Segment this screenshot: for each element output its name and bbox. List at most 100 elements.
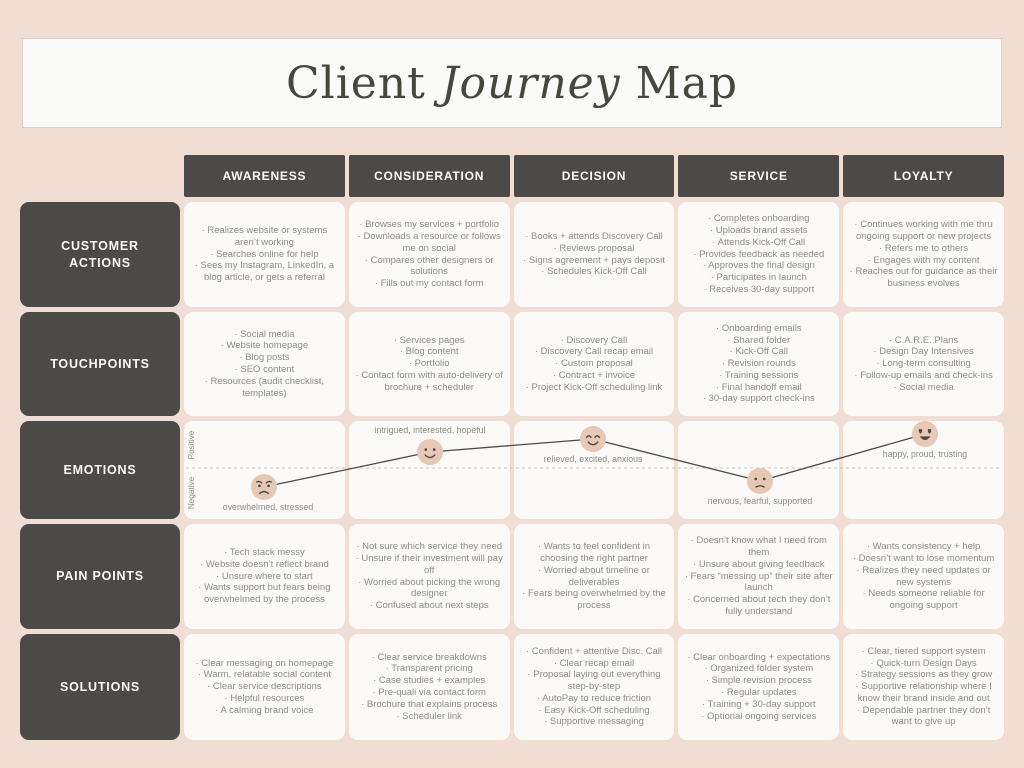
stage-header-consideration: CONSIDERATION xyxy=(348,155,510,197)
bullet-item: · Reviews proposal xyxy=(553,242,635,254)
row-label-emotions: EMOTIONS xyxy=(20,421,180,519)
bullet-item: · A calming brand voice xyxy=(215,704,314,716)
stage-header-awareness: AWARENESS xyxy=(184,155,345,197)
bullet-item: · Unsure where to start xyxy=(216,570,313,582)
bullet-item: · Strategy sessions as they grow xyxy=(854,669,993,681)
bullet-item: · Worried about timeline or deliverables xyxy=(538,564,650,588)
bullet-item: · Long-term consulting xyxy=(876,358,971,370)
bullet-item: · Realizes website or systems aren’t wor… xyxy=(201,225,328,248)
bullet-item: · Regular updates xyxy=(721,687,797,698)
row-label-pain-points: PAIN POINTS xyxy=(20,524,180,629)
bullet-item: · Clear onboarding + expectations xyxy=(687,651,831,663)
bullet-item: · Pre-quali via contact form xyxy=(372,687,486,698)
bullet-item: · Wants support but fears being overwhel… xyxy=(198,582,331,606)
stage-header-loyalty: LOYALTY xyxy=(843,155,1004,197)
bullet-item: · Unsure if their investment will pay of… xyxy=(355,552,503,576)
bullet-item: · Organized folder system xyxy=(704,663,814,675)
bullet-item: · Clear recap email xyxy=(553,657,635,669)
bullet-item: · Social media xyxy=(234,328,295,340)
bullet-item: · Browses my services + portfolio xyxy=(359,219,500,231)
bullet-item: · Website homepage xyxy=(220,340,309,352)
bullet-item: · Blog content xyxy=(399,346,459,358)
bullet-item: · Portfolio xyxy=(408,358,450,370)
bullet-item: · Continues working with me thru ongoing… xyxy=(854,219,993,242)
distressed-face xyxy=(251,474,277,500)
bullet-item: · Contact form with auto-delivery of bro… xyxy=(355,369,503,393)
bullet-item: · Social media xyxy=(893,381,954,393)
cell-touchpoints-consideration: · Services pages· Blog content· Portfoli… xyxy=(348,312,510,416)
cell-pain-points-service: · Doesn’t know what I need from them· Un… xyxy=(678,524,840,629)
bullet-item: · Downloads a resource or follows me on … xyxy=(357,230,501,254)
cell-pain-points-decision: · Wants to feel confident in choosing th… xyxy=(513,524,675,629)
smile-face xyxy=(417,439,443,465)
cell-customer-actions-awareness: · Realizes website or systems aren’t wor… xyxy=(184,202,345,307)
bullet-item: · Doesn’t want to lose momentum xyxy=(852,552,995,564)
cell-touchpoints-awareness: · Social media· Website homepage· Blog p… xyxy=(184,312,345,416)
bullet-item: · Fills out my contact form xyxy=(374,278,484,290)
emotions-cell-consideration xyxy=(348,421,510,519)
bullet-item: · Follow-up emails and check-ins xyxy=(854,369,993,381)
cell-touchpoints-loyalty: · C.A.R.E. Plans· Design Day Intensives·… xyxy=(843,312,1004,416)
bullet-item: · Dependable partner they don’t want to … xyxy=(856,704,991,728)
bullet-item: · Revision rounds xyxy=(721,358,796,370)
title-journey: Journey xyxy=(440,57,621,109)
emotions-cell-awareness xyxy=(184,421,345,519)
bullet-item: · Warm, relatable social content xyxy=(197,669,332,681)
title-bar: Client Journey Map xyxy=(22,38,1002,128)
bullet-item: · Receives 30-day support xyxy=(703,283,815,295)
row-label-solutions: SOLUTIONS xyxy=(20,634,180,740)
bullet-item: · Resources (audit checklist, templates) xyxy=(204,375,325,399)
row-label-customer-actions: CUSTOMER ACTIONS xyxy=(20,202,180,307)
cell-solutions-consideration: · Clear service breakdowns· Transparent … xyxy=(348,634,510,740)
bullet-item: · Realizes they need updates or new syst… xyxy=(856,564,991,588)
bullet-item: · Supportive messaging xyxy=(544,716,644,728)
bullet-item: · Sees my Instagram, LinkedIn, a blog ar… xyxy=(194,260,335,284)
stage-header-service: SERVICE xyxy=(678,155,840,197)
journey-grid: AWARENESS CONSIDERATION DECISION SERVICE… xyxy=(20,155,1004,740)
bullet-item: · Worried about picking the wrong design… xyxy=(358,576,501,600)
bullet-item: · Concerned about tech they don’t fully … xyxy=(687,594,831,617)
bullet-item: · Simple revision process xyxy=(705,675,812,687)
bullet-item: · Website doesn’t reflect brand xyxy=(200,558,329,570)
bullet-item: · Attends Kick-Off Call xyxy=(712,236,806,248)
bullet-item: · Clear, tiered support system xyxy=(861,645,986,657)
axis-label-positive: Positive xyxy=(187,430,196,459)
bullet-item: · Scheduler link xyxy=(396,710,462,722)
bullet-item: · Provides feedback as needed xyxy=(693,248,825,260)
bullet-item: · Contract + invoice xyxy=(552,369,636,381)
bullet-item: · Training sessions xyxy=(719,369,799,381)
bullet-item: · Helpful resources xyxy=(224,692,305,704)
bullet-item: · Completes onboarding xyxy=(708,213,810,225)
cell-customer-actions-decision: · Books + attends Discovery Call· Review… xyxy=(513,202,675,307)
bullet-item: · Quick-turn Design Days xyxy=(870,657,977,669)
bullet-item: · Searches online for help xyxy=(210,248,319,260)
bullet-item: · Doesn’t know what I need from them xyxy=(690,535,827,559)
cell-solutions-decision: · Confident + attentive Disc. Call· Clea… xyxy=(513,634,675,740)
bullet-item: · Easy Kick-Off scheduling xyxy=(538,704,650,716)
bullet-item: · Unsure about giving feedback xyxy=(693,558,825,570)
bullet-item: · Clear service descriptions xyxy=(207,681,322,693)
bullet-item: · Training + 30-day support xyxy=(701,698,816,710)
bullet-item: · Discovery Call recap email xyxy=(534,346,654,358)
bullet-item: · Tech stack messy xyxy=(224,547,305,559)
bullet-item: · Not sure which service they need xyxy=(356,541,503,553)
bullet-item: · Transparent pricing xyxy=(385,663,473,675)
heart-eyes-face xyxy=(912,421,938,447)
cell-pain-points-loyalty: · Wants consistency + help· Doesn’t want… xyxy=(843,524,1004,629)
bullet-item: · Engages with my content xyxy=(867,254,980,266)
row-label-touchpoints: TOUCHPOINTS xyxy=(20,312,180,416)
bullet-item: · Final handoff email xyxy=(715,381,802,393)
bullet-item: · Wants consistency + help xyxy=(866,541,981,553)
grid-corner-spacer xyxy=(20,155,180,197)
emotion-label-awareness: overwhelmed, stressed xyxy=(223,502,314,512)
bullet-item: · Confident + attentive Disc. Call xyxy=(526,645,662,657)
bullet-item: · Onboarding emails xyxy=(716,322,802,334)
bullet-item: · Compares other designers or solutions xyxy=(364,254,494,278)
bullet-item: · Signs agreement + pays deposit xyxy=(523,254,665,266)
bullet-item: · Needs someone reliable for ongoing sup… xyxy=(862,588,985,612)
bullet-item: · AutoPay to reduce friction xyxy=(536,692,652,704)
happy-face xyxy=(580,426,606,452)
bullet-item: · Clear service breakdowns xyxy=(371,651,487,663)
